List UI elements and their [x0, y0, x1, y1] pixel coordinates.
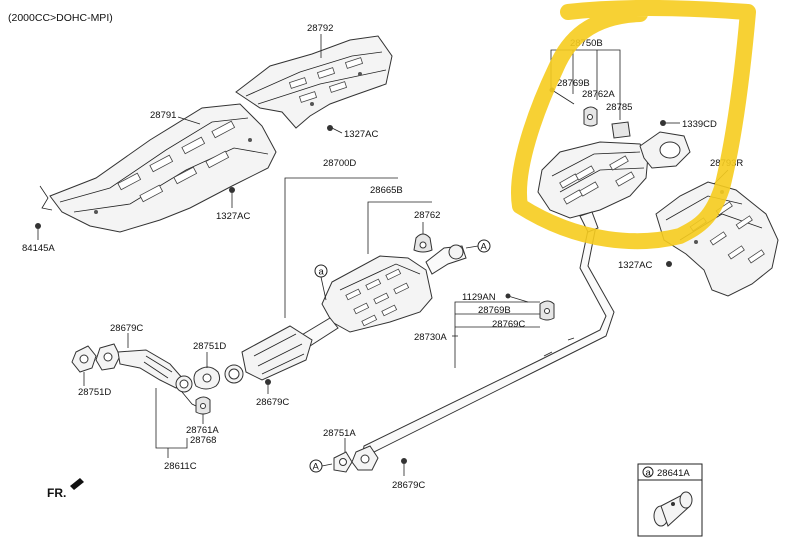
bolt-1339CD — [660, 120, 666, 126]
label-28730A[interactable]: 28730A — [414, 332, 447, 343]
label-28768[interactable]: 28768 — [190, 435, 216, 446]
label-28762A[interactable]: 28762A — [582, 89, 615, 100]
label-28611C[interactable]: 28611C — [164, 461, 197, 472]
label-28679C-left[interactable]: 28679C — [110, 323, 143, 334]
label-1339CD[interactable]: 1339CD — [682, 119, 717, 130]
callout-a-box — [642, 466, 654, 478]
gasket-28751A[interactable] — [333, 451, 353, 473]
hanger-28762[interactable] — [413, 233, 433, 253]
engine-spec-header: (2000CC>DOHC-MPI) — [8, 12, 113, 24]
highlight-circle — [511, 0, 756, 250]
callout-a-center-text: a — [319, 267, 325, 278]
label-28769B-mid[interactable]: 28769B — [478, 305, 511, 316]
label-28762[interactable]: 28762 — [414, 210, 440, 221]
label-28700D[interactable]: 28700D — [323, 158, 356, 169]
callout-A-upper-text: A — [481, 242, 488, 253]
flange-A-upper — [448, 244, 464, 260]
leader-1327AC-top — [331, 127, 343, 134]
bracket-28665B — [367, 201, 432, 254]
label-28791[interactable]: 28791 — [150, 110, 176, 121]
bracket-28730A — [454, 301, 540, 368]
label-28751A[interactable]: 28751A — [323, 428, 356, 439]
heat-protector-28792[interactable] — [235, 35, 393, 129]
bolt-1327AC-right — [666, 261, 672, 267]
bolt-1327AC-mid — [229, 187, 235, 193]
label-28750B[interactable]: 28750B — [570, 38, 603, 49]
bracket-28785[interactable] — [611, 121, 631, 139]
clamp-28641A[interactable] — [653, 491, 693, 527]
flange-28751A[interactable] — [351, 445, 379, 471]
bracket-28700D — [284, 177, 398, 318]
label-84145A[interactable]: 84145A — [22, 243, 55, 254]
bolt-1129AN[interactable] — [505, 293, 529, 303]
callout-A-upper[interactable] — [477, 239, 491, 253]
leader-callout-A-lower — [321, 463, 333, 467]
bracket-84145A — [39, 185, 53, 211]
label-1327AC-mid[interactable]: 1327AC — [216, 211, 250, 222]
label-28751D-left[interactable]: 28751D — [78, 387, 111, 398]
bracket-28611C — [155, 388, 188, 449]
heat-protector-28791[interactable] — [49, 103, 277, 233]
nut-28679C-bottom — [401, 458, 407, 464]
front-direction-label: FR. — [47, 486, 66, 500]
callout-a-box-text: a — [646, 468, 652, 479]
label-28751D-mid[interactable]: 28751D — [193, 341, 226, 352]
label-28769B-top[interactable]: 28769B — [557, 78, 590, 89]
label-1129AN[interactable]: 1129AN — [462, 292, 496, 303]
label-28769C-mid[interactable]: 28769C — [492, 319, 525, 330]
clip-84145A — [35, 223, 41, 229]
label-1327AC-top[interactable]: 1327AC — [344, 129, 378, 140]
label-28641A[interactable]: 28641A — [657, 468, 690, 479]
flange-28751D-left[interactable] — [71, 345, 97, 373]
hanger-28762A[interactable] — [583, 106, 598, 127]
label-28679C-low[interactable]: 28679C — [256, 397, 289, 408]
label-28679C-bottom[interactable]: 28679C — [392, 480, 425, 491]
label-28792[interactable]: 28792 — [307, 23, 333, 34]
callout-A-lower-text: A — [313, 462, 320, 473]
front-arrow-icon — [70, 478, 84, 490]
center-muffler-28665B[interactable] — [321, 255, 433, 333]
leader-callout-A-upper — [465, 245, 479, 249]
front-pipe-28611C[interactable] — [117, 349, 193, 393]
hanger-28761A[interactable] — [195, 396, 211, 415]
leader-callout-a — [320, 276, 327, 301]
front-converter[interactable] — [224, 317, 339, 384]
bolt-1327AC-top — [327, 125, 333, 131]
label-28785[interactable]: 28785 — [606, 102, 632, 113]
leader-28791 — [177, 116, 201, 125]
nut-28679C-low — [265, 379, 271, 385]
label-1327AC-right[interactable]: 1327AC — [618, 260, 652, 271]
label-28665B[interactable]: 28665B — [370, 185, 403, 196]
label-28761A[interactable]: 28761A — [186, 425, 219, 436]
hanger-28769C-mid[interactable] — [539, 300, 555, 321]
flange-gasket-left[interactable] — [95, 343, 121, 371]
gasket-28751D-mid[interactable] — [193, 366, 221, 390]
rear-muffler-28750B[interactable] — [537, 131, 691, 233]
